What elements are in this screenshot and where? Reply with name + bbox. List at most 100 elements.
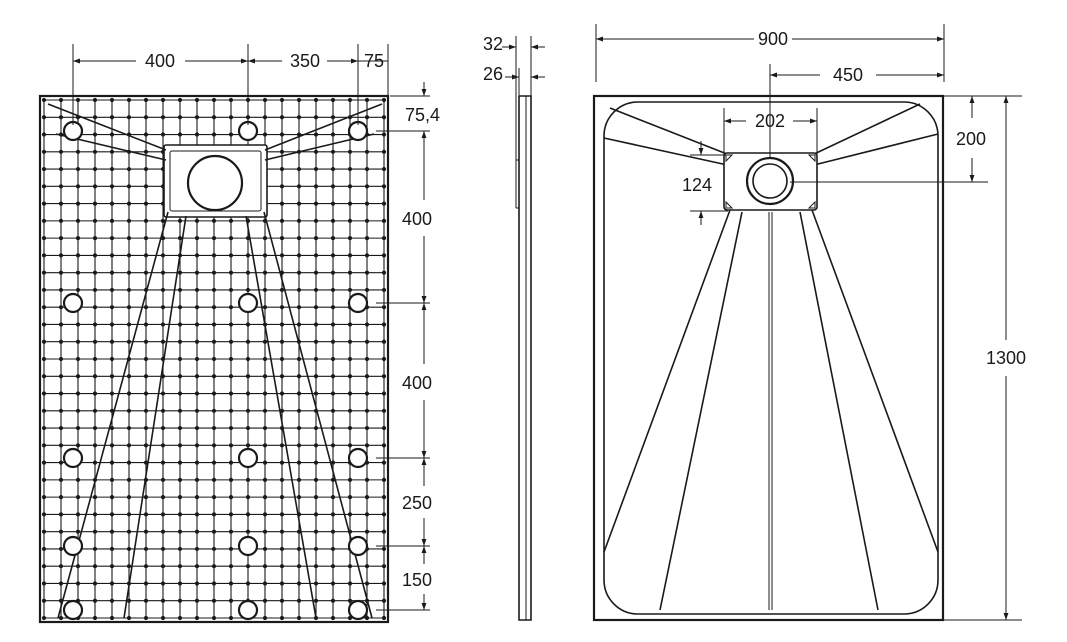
grid-node (177, 374, 183, 379)
grid-node (347, 477, 353, 482)
bottom-dim-horizontal: 400 350 75 (72, 44, 389, 125)
grid-node (313, 184, 319, 189)
grid-node (245, 287, 251, 293)
grid-node (347, 408, 353, 413)
grid-node (262, 270, 268, 275)
grid-node (381, 236, 387, 241)
support-foot (62, 292, 84, 314)
dim-top-200: 200 (956, 129, 986, 149)
grid-node (347, 218, 353, 223)
drain-assembly (723, 152, 818, 211)
grid-node (364, 97, 370, 103)
grid-node (58, 546, 64, 552)
grid-node (92, 253, 98, 258)
grid-node (75, 184, 81, 189)
grid-node (58, 356, 64, 362)
support-foot (237, 447, 259, 469)
grid-node (228, 270, 234, 275)
grid-node (92, 443, 98, 448)
grid-node (381, 477, 387, 482)
grid-node (41, 218, 47, 223)
grid-node (279, 339, 285, 344)
grid-node (109, 218, 115, 223)
grid-node (58, 529, 64, 534)
dim-bottom-v-400b: 400 (402, 373, 432, 393)
grid-node (330, 477, 336, 482)
grid-node (313, 132, 319, 137)
grid-node (347, 322, 353, 327)
grid-node (330, 512, 336, 517)
grid-node (296, 477, 302, 482)
grid-node (160, 339, 166, 344)
grid-node (330, 598, 336, 603)
grid-node (262, 615, 268, 621)
grid-node (160, 460, 166, 465)
grid-node (143, 564, 149, 569)
grid-node (75, 564, 81, 569)
grid-node (211, 615, 217, 621)
grid-node (313, 598, 319, 603)
grid-node (228, 408, 234, 413)
grid-node (228, 512, 234, 517)
grid-node (245, 374, 251, 379)
grid-node (177, 356, 183, 362)
support-foot (347, 535, 369, 557)
grid-node (296, 581, 302, 586)
grid-node (347, 270, 353, 275)
grid-node (381, 546, 387, 552)
grid-node (41, 391, 47, 396)
grid-node (58, 236, 64, 241)
grid-node (330, 408, 336, 413)
grid-node (381, 97, 387, 103)
grid-node (41, 115, 47, 120)
grid-node (41, 598, 47, 603)
dim-bottom-75: 75 (364, 51, 384, 71)
grid-node (364, 425, 370, 431)
grid-node (58, 287, 64, 293)
grid-node (177, 477, 183, 482)
grid-node (228, 218, 234, 223)
grid-node (211, 581, 217, 586)
grid-node (194, 425, 200, 431)
support-foot (62, 599, 84, 621)
grid-node (92, 184, 98, 189)
grid-node (211, 460, 217, 465)
grid-node (194, 374, 200, 379)
grid-node (92, 391, 98, 396)
grid-node (279, 529, 285, 534)
grid-node (41, 564, 47, 569)
grid-node (92, 166, 98, 172)
grid-node (92, 512, 98, 517)
grid-node (177, 322, 183, 327)
side-view: 32 26 (483, 34, 545, 621)
grid-node (41, 425, 47, 431)
grid-node (364, 322, 370, 327)
grid-node (381, 166, 387, 172)
grid-node (381, 374, 387, 379)
grid-node (347, 166, 353, 172)
grid-node (381, 615, 387, 621)
grid-node (177, 236, 183, 241)
grid-node (194, 581, 200, 586)
grid-node (296, 425, 302, 431)
grid-node (92, 339, 98, 344)
grid-node (41, 149, 47, 154)
grid-node (279, 166, 285, 172)
grid-node (313, 218, 319, 223)
grid-node (109, 495, 115, 500)
grid-node (58, 201, 64, 206)
grid-node (262, 598, 268, 603)
support-foot (347, 447, 369, 469)
grid-node (177, 598, 183, 603)
grid-node (330, 236, 336, 241)
grid-node (58, 374, 64, 379)
grid-node (92, 236, 98, 241)
grid-node (41, 512, 47, 517)
grid-node (160, 322, 166, 327)
grid-node (262, 374, 268, 379)
grid-node (109, 339, 115, 344)
grid-node (262, 477, 268, 482)
grid-node (364, 374, 370, 379)
grid-node (381, 443, 387, 448)
